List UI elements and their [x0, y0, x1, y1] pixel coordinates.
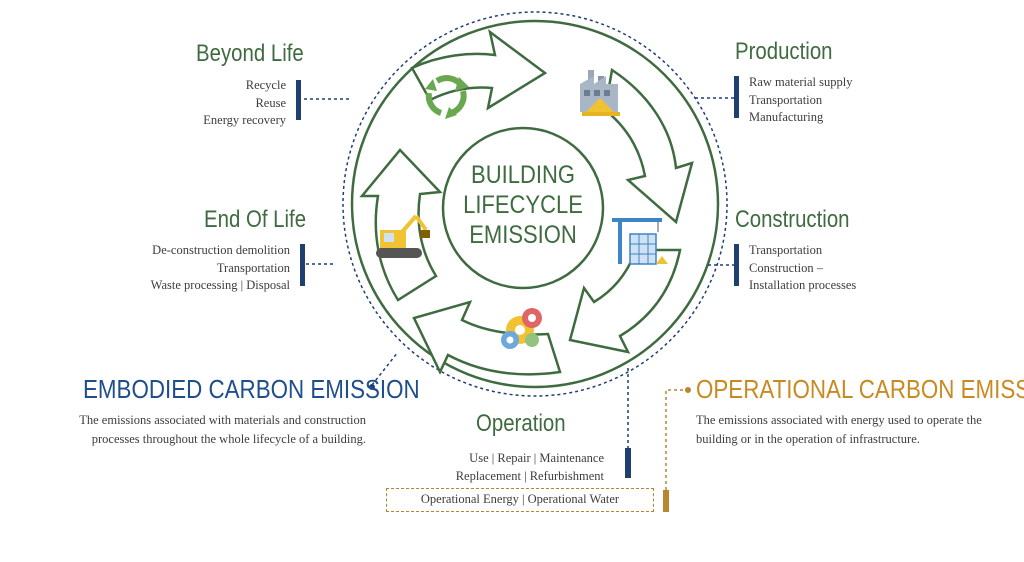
construction-items: Transportation Construction – Installati…	[749, 242, 856, 295]
embodied-dot	[369, 384, 375, 390]
end-of-life-title: End Of Life	[203, 206, 306, 233]
end-of-life-item: De-construction demolition	[152, 243, 290, 257]
operational-carbon-description: The emissions associated with energy use…	[696, 411, 982, 448]
operational-dot	[685, 387, 691, 393]
operation-item: Replacement | Refurbishment	[455, 468, 604, 483]
operation-items: Use | Repair | Maintenance Replacement |…	[456, 450, 604, 485]
operational-marker	[663, 490, 669, 512]
construction-marker	[734, 244, 739, 286]
lifecycle-ring	[350, 19, 720, 389]
gears-icon	[501, 308, 542, 349]
production-item: Transportation	[749, 92, 823, 107]
production-marker	[734, 76, 739, 118]
center-circle	[441, 126, 605, 290]
end-of-life-item: Waste processing | Disposal	[150, 278, 290, 292]
operation-marker	[625, 448, 631, 478]
construction-crane-icon	[612, 218, 668, 265]
center-title-line3: EMISSION	[469, 221, 577, 249]
operational-desc-line: The emissions associated with energy use…	[696, 413, 982, 427]
end-of-life-item: Transportation	[216, 260, 290, 275]
operational-desc-line: building or in the operation of infrastr…	[696, 431, 920, 446]
embodied-desc-line: processes throughout the whole lifecycle…	[91, 431, 366, 446]
operation-item: Use | Repair | Maintenance	[469, 451, 604, 465]
operation-title: Operation	[476, 410, 566, 437]
recycle-icon	[425, 75, 469, 119]
production-item: Manufacturing	[749, 110, 824, 124]
construction-item: Installation processes	[749, 278, 857, 292]
beyond-life-item: Energy recovery	[203, 113, 286, 127]
construction-item: Transportation	[749, 243, 823, 257]
beyond-life-items: Recycle Reuse Energy recovery	[203, 77, 286, 130]
center-title-line1: BUILDING	[471, 161, 575, 189]
cycle-arrow-bottom-right	[568, 248, 682, 354]
production-title: Production	[735, 38, 833, 65]
excavator-icon	[376, 214, 430, 258]
beyond-life-item: Reuse	[255, 95, 286, 110]
beyond-life-item: Recycle	[245, 78, 286, 92]
factory-icon	[580, 70, 620, 116]
cycle-arrow-left	[359, 148, 443, 302]
operational-connector	[665, 389, 688, 490]
operational-energy-water-box: Operational Energy | Operational Water	[386, 488, 654, 512]
production-items: Raw material supply Transportation Manuf…	[749, 74, 852, 127]
operational-carbon-title: OPERATIONAL CARBON EMISSION	[696, 374, 1024, 404]
cycle-arrow-right	[603, 67, 694, 225]
construction-title: Construction	[735, 206, 850, 233]
cycle-arrow-top	[410, 29, 548, 111]
beyond-life-marker	[296, 80, 301, 120]
production-item: Raw material supply	[749, 75, 853, 89]
construction-item: Construction –	[749, 260, 823, 275]
end-of-life-items: De-construction demolition Transportatio…	[151, 242, 290, 295]
beyond-life-title: Beyond Life	[196, 40, 304, 67]
embodied-connector	[371, 351, 399, 386]
outer-dashed-circle	[342, 11, 728, 397]
embodied-desc-line: The emissions associated with materials …	[79, 413, 366, 427]
embodied-carbon-title: EMBODIED CARBON EMISSION	[83, 374, 420, 404]
end-of-life-marker	[300, 244, 305, 286]
center-title: BUILDING LIFECYCLE EMISSION	[435, 160, 611, 250]
center-title-line2: LIFECYCLE	[463, 191, 583, 219]
embodied-carbon-description: The emissions associated with materials …	[79, 411, 366, 448]
